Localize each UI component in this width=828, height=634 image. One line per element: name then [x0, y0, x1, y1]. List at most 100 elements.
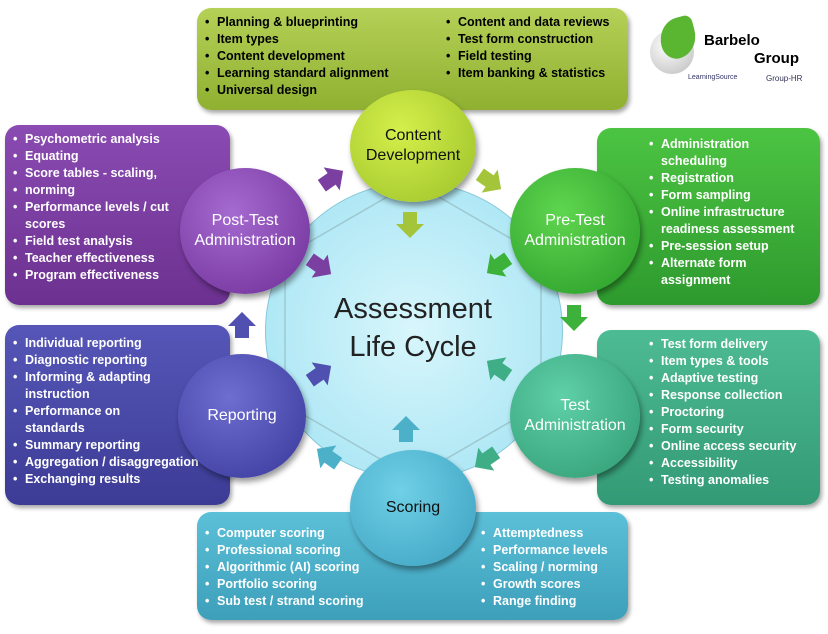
- list-item: Score tables - scaling,: [13, 165, 169, 182]
- list-item-cont: readiness assessment: [649, 221, 794, 238]
- list-item: Test form delivery: [649, 336, 797, 353]
- arrow-icon: [396, 212, 424, 238]
- list-item: Psychometric analysis: [13, 131, 169, 148]
- arrow-icon: [478, 246, 517, 285]
- list-item: Attemptedness: [481, 525, 608, 542]
- list-item: Performance on: [13, 403, 199, 420]
- list-item: Performance levels / cut: [13, 199, 169, 216]
- list-item: Range finding: [481, 593, 608, 610]
- scoring-circle: Scoring: [350, 450, 476, 566]
- arrow-icon: [560, 305, 588, 331]
- list-item: Scaling / norming: [481, 559, 608, 576]
- list-text: standards: [25, 421, 85, 435]
- list-text: assignment: [661, 273, 731, 287]
- list-text: readiness assessment: [661, 222, 795, 236]
- center-title: Assessment Life Cycle: [313, 290, 513, 366]
- list-item: Content development: [205, 48, 389, 65]
- list-item: Algorithmic (AI) scoring: [205, 559, 364, 576]
- stage-title: Content: [384, 127, 442, 144]
- stage-title: Pre-Test: [545, 212, 605, 229]
- list-text: scores: [25, 217, 66, 231]
- center-title-line: Life Cycle: [349, 331, 477, 363]
- post-test-box: Psychometric analysis Equating Score tab…: [5, 125, 230, 305]
- list-item: Accessibility: [649, 455, 797, 472]
- list-item: Administration: [649, 136, 794, 153]
- list-item: Online access security: [649, 438, 797, 455]
- post-test-list: Psychometric analysis Equating Score tab…: [13, 131, 169, 284]
- arrow-icon: [301, 354, 340, 393]
- list-item: Exchanging results: [13, 471, 199, 488]
- arrow-icon: [466, 440, 505, 479]
- logo-text: Barbelo: [704, 32, 760, 49]
- list-item: Summary reporting: [13, 437, 199, 454]
- list-item: Testing anomalies: [649, 472, 797, 489]
- list-item: Adaptive testing: [649, 370, 797, 387]
- list-item: Growth scores: [481, 576, 608, 593]
- list-item: Item banking & statistics: [446, 65, 609, 82]
- list-item: Item types: [205, 31, 389, 48]
- list-item: Diagnostic reporting: [13, 352, 199, 369]
- list-item: Content and data reviews: [446, 14, 609, 31]
- arrow-icon: [308, 437, 347, 476]
- content-right-list: Content and data reviews Test form const…: [446, 14, 609, 82]
- arrow-icon: [313, 159, 352, 198]
- list-item: Field testing: [446, 48, 609, 65]
- list-item: Computer scoring: [205, 525, 364, 542]
- scoring-right-list: Attemptedness Performance levels Scaling…: [481, 525, 608, 610]
- list-item: Portfolio scoring: [205, 576, 364, 593]
- list-item: Online infrastructure: [649, 204, 794, 221]
- list-item: Informing & adapting: [13, 369, 199, 386]
- list-item: Teacher effectiveness: [13, 250, 169, 267]
- list-item: Sub test / strand scoring: [205, 593, 364, 610]
- center-title-line: Assessment: [334, 293, 492, 325]
- reporting-list: Individual reporting Diagnostic reportin…: [13, 335, 199, 488]
- stage-title: Post-Test: [211, 212, 279, 229]
- stage-title: Reporting: [207, 407, 277, 424]
- test-admin-list: Test form delivery Item types & tools Ad…: [649, 336, 797, 489]
- list-item-cont: scheduling: [649, 153, 794, 170]
- list-item: Planning & blueprinting: [205, 14, 389, 31]
- logo-subtext: LearningSource: [688, 74, 738, 81]
- arrow-icon: [392, 416, 420, 442]
- stage-title: Administration: [524, 417, 626, 434]
- pre-test-list: Administration scheduling Registration F…: [649, 136, 794, 289]
- list-text: instruction: [25, 387, 90, 401]
- stage-title: Development: [365, 147, 461, 164]
- scoring-left-list: Computer scoring Professional scoring Al…: [205, 525, 364, 610]
- list-item: Proctoring: [649, 404, 797, 421]
- list-item: Test form construction: [446, 31, 609, 48]
- arrow-icon: [301, 247, 340, 286]
- list-item: Form security: [649, 421, 797, 438]
- list-item: Response collection: [649, 387, 797, 404]
- list-item: Aggregation / disaggregation: [13, 454, 199, 471]
- stage-title: Scoring: [385, 499, 441, 516]
- content-left-list: Planning & blueprinting Item types Conte…: [205, 14, 389, 99]
- list-item: Alternate form: [649, 255, 794, 272]
- list-text: scheduling: [661, 154, 727, 168]
- reporting-circle: Reporting: [178, 354, 306, 478]
- list-item: Form sampling: [649, 187, 794, 204]
- arrow-icon: [228, 312, 256, 338]
- list-item-cont: scores: [13, 216, 169, 233]
- list-item: Pre-session setup: [649, 238, 794, 255]
- list-item: Program effectiveness: [13, 267, 169, 284]
- list-item: Equating: [13, 148, 169, 165]
- list-item: Item types & tools: [649, 353, 797, 370]
- list-item: Learning standard alignment: [205, 65, 389, 82]
- list-text: norming: [25, 183, 75, 197]
- list-item: Performance levels: [481, 542, 608, 559]
- list-item: Universal design: [205, 82, 389, 99]
- list-item-cont: standards: [13, 420, 199, 437]
- list-item: Registration: [649, 170, 794, 187]
- list-item-cont: norming: [13, 182, 169, 199]
- list-item-cont: instruction: [13, 386, 199, 403]
- list-item: Professional scoring: [205, 542, 364, 559]
- logo-text: Group: [754, 50, 799, 67]
- barbelo-logo: Barbelo Group LearningSource Group-HR: [648, 10, 823, 90]
- list-item: Individual reporting: [13, 335, 199, 352]
